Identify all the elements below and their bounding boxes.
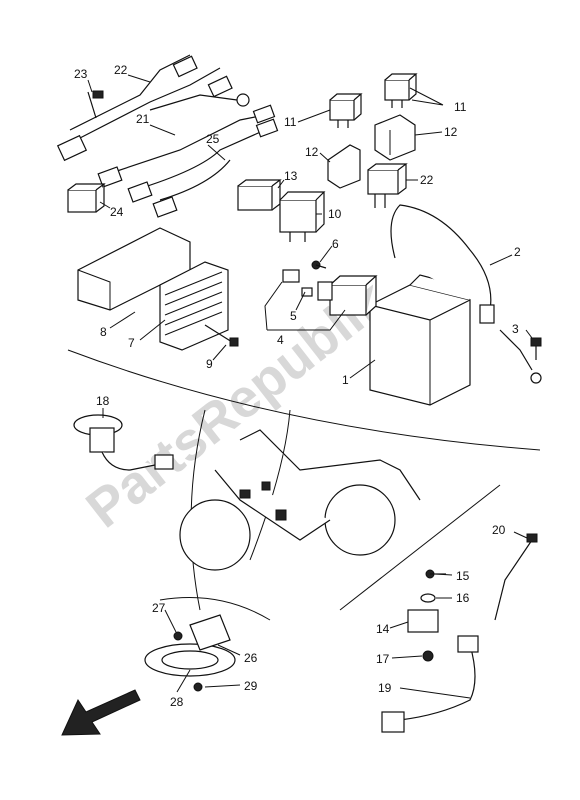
callout-2: 2	[514, 245, 521, 259]
callout-8: 8	[100, 325, 107, 339]
nut-part-17	[422, 650, 434, 662]
cable-part-20	[494, 533, 538, 621]
starter-relay-part-4	[317, 275, 378, 316]
callout-17: 17	[376, 652, 390, 666]
wire-harness-part-21-25	[97, 104, 279, 218]
socket-part-18	[73, 414, 174, 471]
connector-part-22-right	[367, 163, 408, 208]
fuse-part-5	[282, 269, 313, 297]
callout-22-upper: 22	[114, 63, 128, 77]
callout-20: 20	[492, 523, 506, 537]
callout-29: 29	[244, 679, 258, 693]
callout-5: 5	[290, 309, 297, 323]
motorcycle-outline	[179, 429, 421, 571]
callout-27: 27	[152, 601, 166, 615]
relay-part-11-middle	[329, 93, 363, 128]
callout-9: 9	[206, 357, 213, 371]
callout-10: 10	[328, 207, 342, 221]
direction-arrow-icon	[61, 689, 141, 736]
callout-labels: 23 22 21 25 24 11 11 12 12 22 13 10 6 5 …	[74, 63, 521, 709]
callout-11-upper: 11	[454, 100, 467, 114]
screw-part-6	[311, 260, 327, 270]
callout-4: 4	[277, 333, 284, 347]
callout-22-right: 22	[420, 173, 434, 187]
connector-box-part-24	[67, 183, 106, 213]
callout-14: 14	[376, 622, 390, 636]
fuse-box-part-13	[237, 179, 282, 211]
bolt-part-23	[87, 90, 104, 119]
starter-relay-part-10	[279, 191, 326, 242]
callout-12-lower: 12	[305, 145, 319, 159]
callout-1: 1	[342, 373, 349, 387]
washer-part-16	[420, 593, 436, 603]
callout-15: 15	[456, 569, 470, 583]
rectifier-part-7	[159, 261, 229, 351]
sensor-part-14	[407, 609, 439, 633]
bolt-part-3	[530, 337, 542, 360]
callout-25: 25	[206, 132, 220, 146]
relay-holder-part-12-upper	[374, 114, 416, 161]
horn-assembly	[144, 614, 236, 692]
callout-23: 23	[74, 67, 88, 81]
relay-part-11-upper	[384, 73, 418, 108]
wire-harness-part-19	[381, 635, 479, 733]
callout-28: 28	[170, 695, 184, 709]
bolt-part-9	[204, 324, 239, 347]
callout-3: 3	[512, 322, 519, 336]
callout-6: 6	[332, 237, 339, 251]
relay-holder-part-12-lower	[327, 144, 361, 189]
callout-21: 21	[136, 112, 150, 126]
callout-26: 26	[244, 651, 258, 665]
callout-18: 18	[96, 394, 110, 408]
callout-7: 7	[128, 336, 135, 350]
callout-24: 24	[110, 205, 124, 219]
callout-12-upper: 12	[444, 125, 458, 139]
leader-lines	[87, 74, 533, 699]
callout-19: 19	[378, 681, 392, 695]
callout-13: 13	[284, 169, 298, 183]
wire-harness-part-22	[56, 54, 250, 162]
callout-16: 16	[456, 591, 470, 605]
battery-cable-part-2	[390, 204, 542, 384]
battery-part-1	[369, 265, 471, 406]
callout-11-middle: 11	[284, 115, 297, 129]
